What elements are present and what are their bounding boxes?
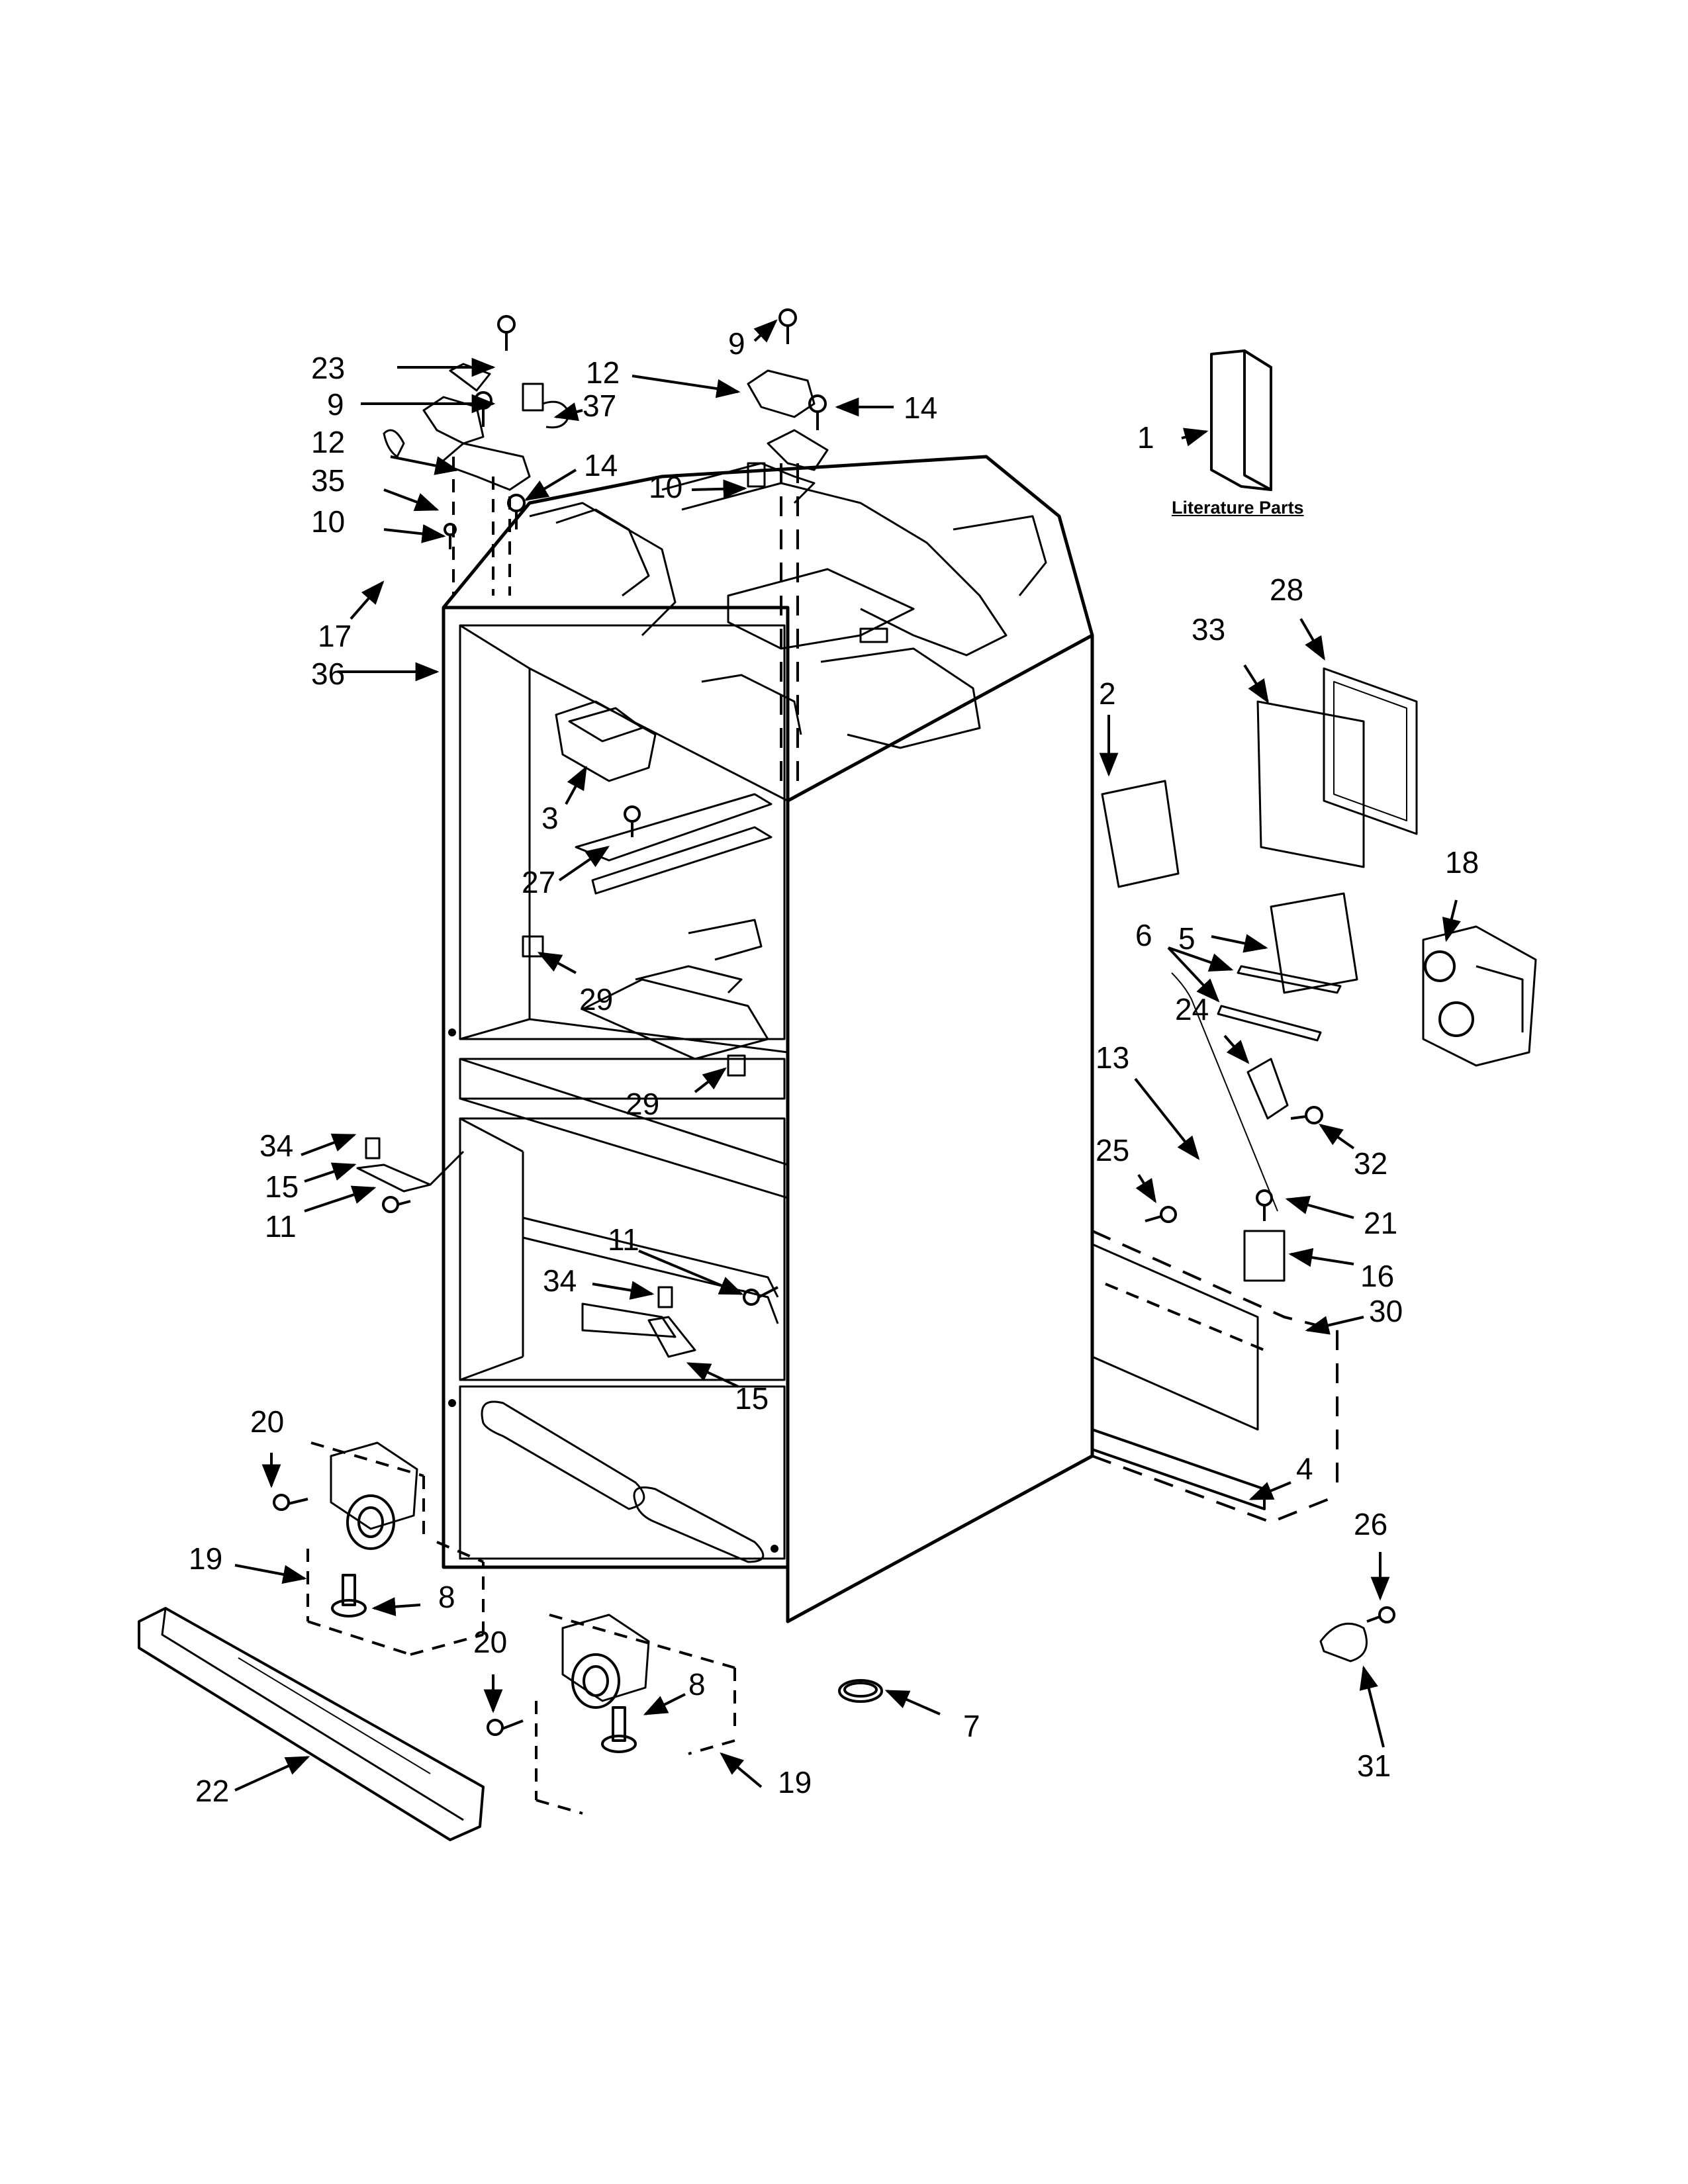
callout-34-left[interactable]: 34 (259, 1128, 294, 1163)
callout-18[interactable]: 18 (1445, 845, 1479, 880)
callout-8-right[interactable]: 8 (688, 1667, 706, 1702)
interior-parts (356, 700, 778, 1358)
callout-14-left[interactable]: 14 (584, 448, 618, 482)
callout-29-lower[interactable]: 29 (626, 1087, 660, 1121)
callout-24[interactable]: 24 (1175, 992, 1209, 1026)
callout-11-right[interactable]: 11 (608, 1222, 639, 1257)
callout-15-right[interactable]: 15 (735, 1381, 769, 1416)
callout-9-right[interactable]: 9 (728, 326, 745, 361)
callout-34-right[interactable]: 34 (543, 1263, 577, 1298)
callout-31[interactable]: 31 (1357, 1749, 1391, 1783)
callout-37[interactable]: 37 (583, 388, 617, 423)
callout-3[interactable]: 3 (541, 801, 559, 835)
callout-33[interactable]: 33 (1192, 612, 1226, 647)
callout-30[interactable]: 30 (1369, 1294, 1403, 1328)
callout-6[interactable]: 6 (1135, 918, 1152, 952)
callout-21[interactable]: 21 (1364, 1206, 1398, 1240)
callout-35[interactable]: 35 (311, 463, 346, 498)
callout-12-right[interactable]: 12 (586, 355, 620, 390)
callout-10-left[interactable]: 10 (311, 504, 346, 539)
callout-10-right[interactable]: 10 (649, 470, 683, 504)
leader-arrows (234, 319, 1461, 1792)
left-top-hinge-assembly (383, 315, 571, 596)
callout-15-left[interactable]: 15 (265, 1169, 299, 1204)
callout-17[interactable]: 17 (318, 619, 352, 653)
callout-13[interactable]: 13 (1096, 1040, 1130, 1075)
literature-parts-label: Literature Parts (1172, 498, 1304, 518)
callout-23[interactable]: 23 (311, 351, 346, 385)
right-top-hinge-assembly (747, 308, 829, 794)
callout-36[interactable]: 36 (311, 657, 346, 691)
callout-29-upper[interactable]: 29 (579, 982, 614, 1017)
callout-14-right[interactable]: 14 (904, 390, 938, 425)
callout-16[interactable]: 16 (1360, 1259, 1395, 1293)
cabinet-body (442, 455, 1094, 1623)
callout-1[interactable]: 1 (1137, 420, 1154, 455)
callout-19-right[interactable]: 19 (778, 1765, 812, 1799)
lower-left-parts (138, 1441, 736, 1841)
callout-22[interactable]: 22 (195, 1774, 230, 1808)
callout-8-left[interactable]: 8 (438, 1580, 455, 1614)
callout-19-left[interactable]: 19 (189, 1541, 223, 1576)
callout-26[interactable]: 26 (1354, 1507, 1388, 1541)
callout-11-left[interactable]: 11 (265, 1209, 297, 1244)
callout-12-left[interactable]: 12 (311, 425, 346, 459)
callout-4[interactable]: 4 (1296, 1451, 1313, 1486)
callout-28[interactable]: 28 (1270, 572, 1304, 607)
callout-32[interactable]: 32 (1354, 1146, 1388, 1181)
callout-5[interactable]: 5 (1178, 921, 1196, 956)
callout-27[interactable]: 27 (522, 865, 556, 899)
callout-9-left[interactable]: 9 (327, 387, 344, 422)
callout-20-left[interactable]: 20 (250, 1404, 285, 1439)
callout-20-right[interactable]: 20 (473, 1625, 508, 1659)
callout-25[interactable]: 25 (1096, 1133, 1130, 1167)
callout-7[interactable]: 7 (963, 1709, 980, 1743)
callout-2[interactable]: 2 (1099, 676, 1116, 711)
